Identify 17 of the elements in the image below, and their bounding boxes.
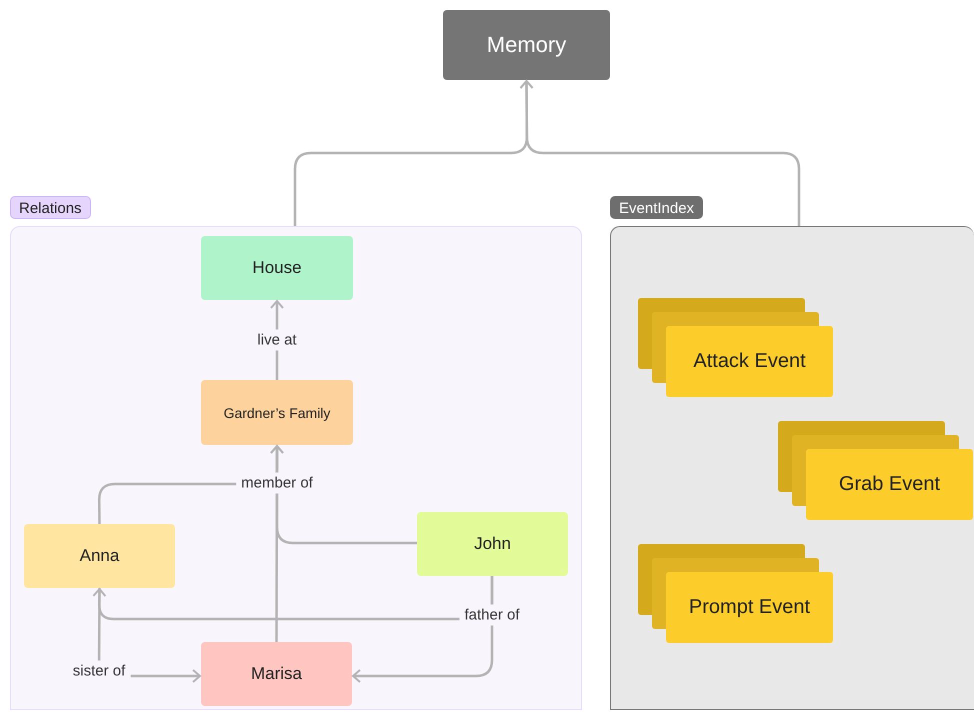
event-label: Prompt Event: [688, 596, 810, 619]
entity-box: Gardner’s Family: [201, 380, 353, 445]
group-tag: Relations: [10, 196, 91, 219]
entity-box: Anna: [24, 524, 175, 588]
entity-box: Marisa: [201, 642, 352, 706]
stacked-event-cards: [638, 544, 834, 645]
event-label: Attack Event: [693, 350, 806, 373]
event-label: Grab Event: [838, 473, 940, 496]
arrow: [520, 80, 800, 226]
memory-box: Memory: [443, 10, 610, 80]
entity-box: House: [201, 236, 353, 300]
entity-box: John: [417, 512, 568, 576]
arrow: [352, 576, 494, 683]
stacked-event-cards: [778, 421, 974, 522]
arrow: [270, 445, 284, 642]
group-tag: EventIndex: [610, 196, 704, 219]
stacked-event-cards: [638, 298, 834, 399]
